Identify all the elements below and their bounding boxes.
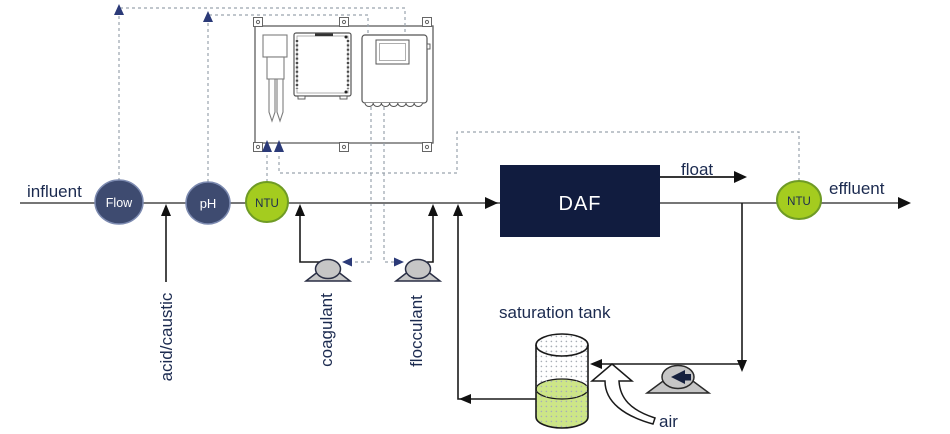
ntu-influent-circle: [245, 181, 289, 223]
ntu-effluent-signal-line: [278, 131, 800, 181]
tank-outlet-arrow-icon: [459, 394, 471, 404]
saturation-tank-label: saturation tank: [499, 303, 611, 322]
flocculant-label: flocculant: [407, 295, 426, 367]
probe-input-arrow-right-icon: [274, 140, 284, 152]
ph-sensor-circle: [185, 181, 231, 225]
ntu-influent-sensor: NTU: [245, 181, 289, 223]
flocculant-pump-icon: [393, 258, 443, 282]
probe-sensor-icon: [262, 34, 288, 123]
tank-body: [535, 345, 589, 429]
effluent-arrow-icon: [898, 197, 911, 209]
ntu-effluent-label: NTU: [787, 196, 811, 208]
coagulant-pump-icon: [303, 258, 353, 282]
saturation-tank: [535, 333, 589, 429]
signal-lines: [118, 7, 800, 263]
coagulant-label: coagulant: [317, 293, 336, 367]
coagulant-control-arrow-icon: [342, 257, 352, 267]
panel-mounting-tabs: [253, 17, 432, 152]
effluent-label: effluent: [829, 179, 885, 198]
flow-sensor-label: Flow: [106, 196, 133, 210]
air-label: air: [659, 412, 678, 431]
acid-caustic-label: acid/caustic: [157, 292, 176, 381]
controller-module-icon: [293, 32, 352, 100]
coagulant-line: [299, 212, 320, 263]
labels: influent effluent float saturation tank …: [27, 160, 885, 431]
daf-inlet-arrow-icon: [485, 197, 498, 209]
coagulant-arrow-icon: [295, 204, 305, 216]
influent-label: influent: [27, 182, 82, 201]
recycle-pump-icon: [644, 364, 712, 394]
float-arrow-icon: [734, 171, 747, 183]
daf-label: DAF: [559, 193, 602, 215]
coagulant-control-line: [349, 107, 372, 263]
ph-sensor-label: pH: [200, 196, 217, 211]
flocculant-line: [427, 212, 434, 263]
daf-box: [500, 165, 660, 237]
flocculant-control-arrow-icon: [394, 257, 404, 267]
acid-caustic-arrow-icon: [161, 204, 171, 216]
process-arrowheads: [161, 171, 911, 404]
recycle-return-line: [457, 212, 536, 400]
air-inlet-arrow-icon: [589, 363, 656, 425]
ntu-effluent-circle: [776, 180, 822, 220]
probe-input-arrow-left-icon: [262, 140, 272, 152]
flow-sensor-circle: [94, 179, 144, 225]
flow-signal-arrow-icon: [114, 4, 124, 15]
pump-flow-arrow-icon: [671, 370, 685, 384]
flow-sensor: Flow: [94, 179, 144, 225]
ph-signal-line: [207, 14, 369, 182]
controller-display-box-icon: [361, 34, 431, 107]
ph-sensor: pH: [185, 181, 231, 225]
controller-panel: [253, 17, 434, 152]
ph-signal-arrow-icon: [203, 11, 213, 22]
tank-inlet-arrow-icon: [590, 359, 602, 369]
recycle-return-arrow-icon: [453, 204, 463, 216]
ntu-effluent-sensor: NTU: [776, 180, 822, 220]
signal-arrowheads: [114, 4, 404, 267]
flocculant-arrow-icon: [428, 204, 438, 216]
ntu-influent-label: NTU: [255, 198, 279, 210]
flocculant-control-line: [383, 107, 396, 263]
daf-unit: DAF: [500, 165, 660, 237]
float-label: float: [681, 160, 713, 179]
flow-signal-line: [118, 7, 406, 181]
tank-top-rim: [535, 333, 589, 357]
recycle-down-arrow-icon: [737, 360, 747, 372]
